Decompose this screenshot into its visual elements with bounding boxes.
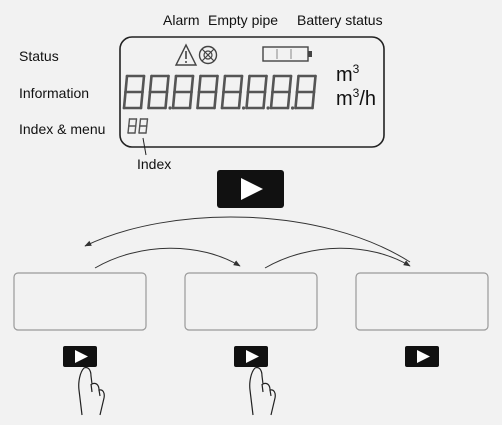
lcd-segment [196,90,201,110]
lcd-segment [165,74,170,94]
lcd-segment [220,90,225,110]
lcd-digit [171,74,195,110]
battery-icon [262,46,312,62]
lcd-segment [222,74,227,94]
flow-unit-sup: 3 [352,86,360,100]
decimal-point [290,106,295,110]
pointing-finger-icon [78,366,105,416]
battery-status-label: Battery status [297,12,383,28]
main-play-button[interactable] [217,170,284,208]
lcd-digit [196,74,219,110]
decimal-point [266,106,270,110]
lcd-segment [147,90,152,110]
lcd-digit [127,118,138,134]
lcd-digit [122,74,146,110]
lcd-segment [214,74,219,94]
screen-box-1 [13,272,147,331]
lcd-segment [148,74,153,94]
lcd-segment [164,90,169,110]
lcd-segment [263,74,268,94]
index-menu-label: Index & menu [19,121,106,137]
empty-pipe-icon [198,45,218,65]
lcd-segment [269,90,274,110]
main-digits [122,74,317,110]
next-arrow-1 [94,247,241,269]
lcd-segment [145,125,148,134]
lcd-segment [294,90,299,110]
lcd-digit [245,74,268,110]
lcd-segment [213,90,218,110]
decimal-point [241,106,246,110]
lcd-segment [188,90,193,110]
lcd-segment [288,74,293,94]
status-label: Status [19,48,59,64]
lcd-segment [271,74,276,94]
lcd-segment [135,118,138,127]
next-arrow-2 [264,247,411,269]
lcd-segment [122,90,127,110]
lcd-segment [141,74,146,94]
decimal-point [168,106,172,110]
lcd-segment [134,125,137,134]
index-label: Index [137,156,172,172]
play-button-3[interactable] [405,346,439,367]
volume-unit-base: m [336,64,353,86]
alarm-icon [174,43,198,66]
lcd-segment [139,90,144,110]
lcd-segment [245,90,250,110]
screen-box-2 [184,272,318,331]
flow-unit-base: m [336,88,353,110]
lcd-digit [269,74,293,110]
lcd-digit [294,74,317,110]
lcd-segment [239,74,244,94]
lcd-segment [127,125,130,134]
index-digits [127,118,149,134]
lcd-segment [171,90,176,110]
play-button-1[interactable] [63,346,97,367]
alarm-label: Alarm [163,12,200,28]
screen-box-3 [355,272,489,331]
lcd-segment [295,74,300,94]
lcd-digit [147,74,170,110]
lcd-digit [220,74,244,110]
flow-unit-suffix: /h [359,88,377,110]
wrap-around-arrow [84,216,411,263]
lcd-segment [262,90,267,110]
lcd-segment [146,118,149,127]
lcd-segment [190,74,195,94]
pointing-finger-icon [249,366,276,416]
lcd-segment [312,74,317,94]
lcd-segment [286,90,291,110]
lcd-digit [138,118,149,134]
index-leader-line [142,137,147,156]
lcd-segment [173,74,178,94]
lcd-segment [124,74,129,94]
volume-unit-sup: 3 [352,62,360,76]
lcd-segment [246,74,251,94]
lcd-segment [311,90,316,110]
lcd-segment [139,118,142,127]
lcd-segment [197,74,202,94]
lcd-segment [138,125,141,134]
lcd-segment [128,118,131,127]
volume-unit: m3 [336,62,360,86]
information-label: Information [19,85,90,101]
lcd-segment [237,90,242,110]
play-button-2[interactable] [234,346,268,367]
empty-pipe-label: Empty pipe [208,12,279,28]
flow-unit: m3/h [336,86,377,110]
